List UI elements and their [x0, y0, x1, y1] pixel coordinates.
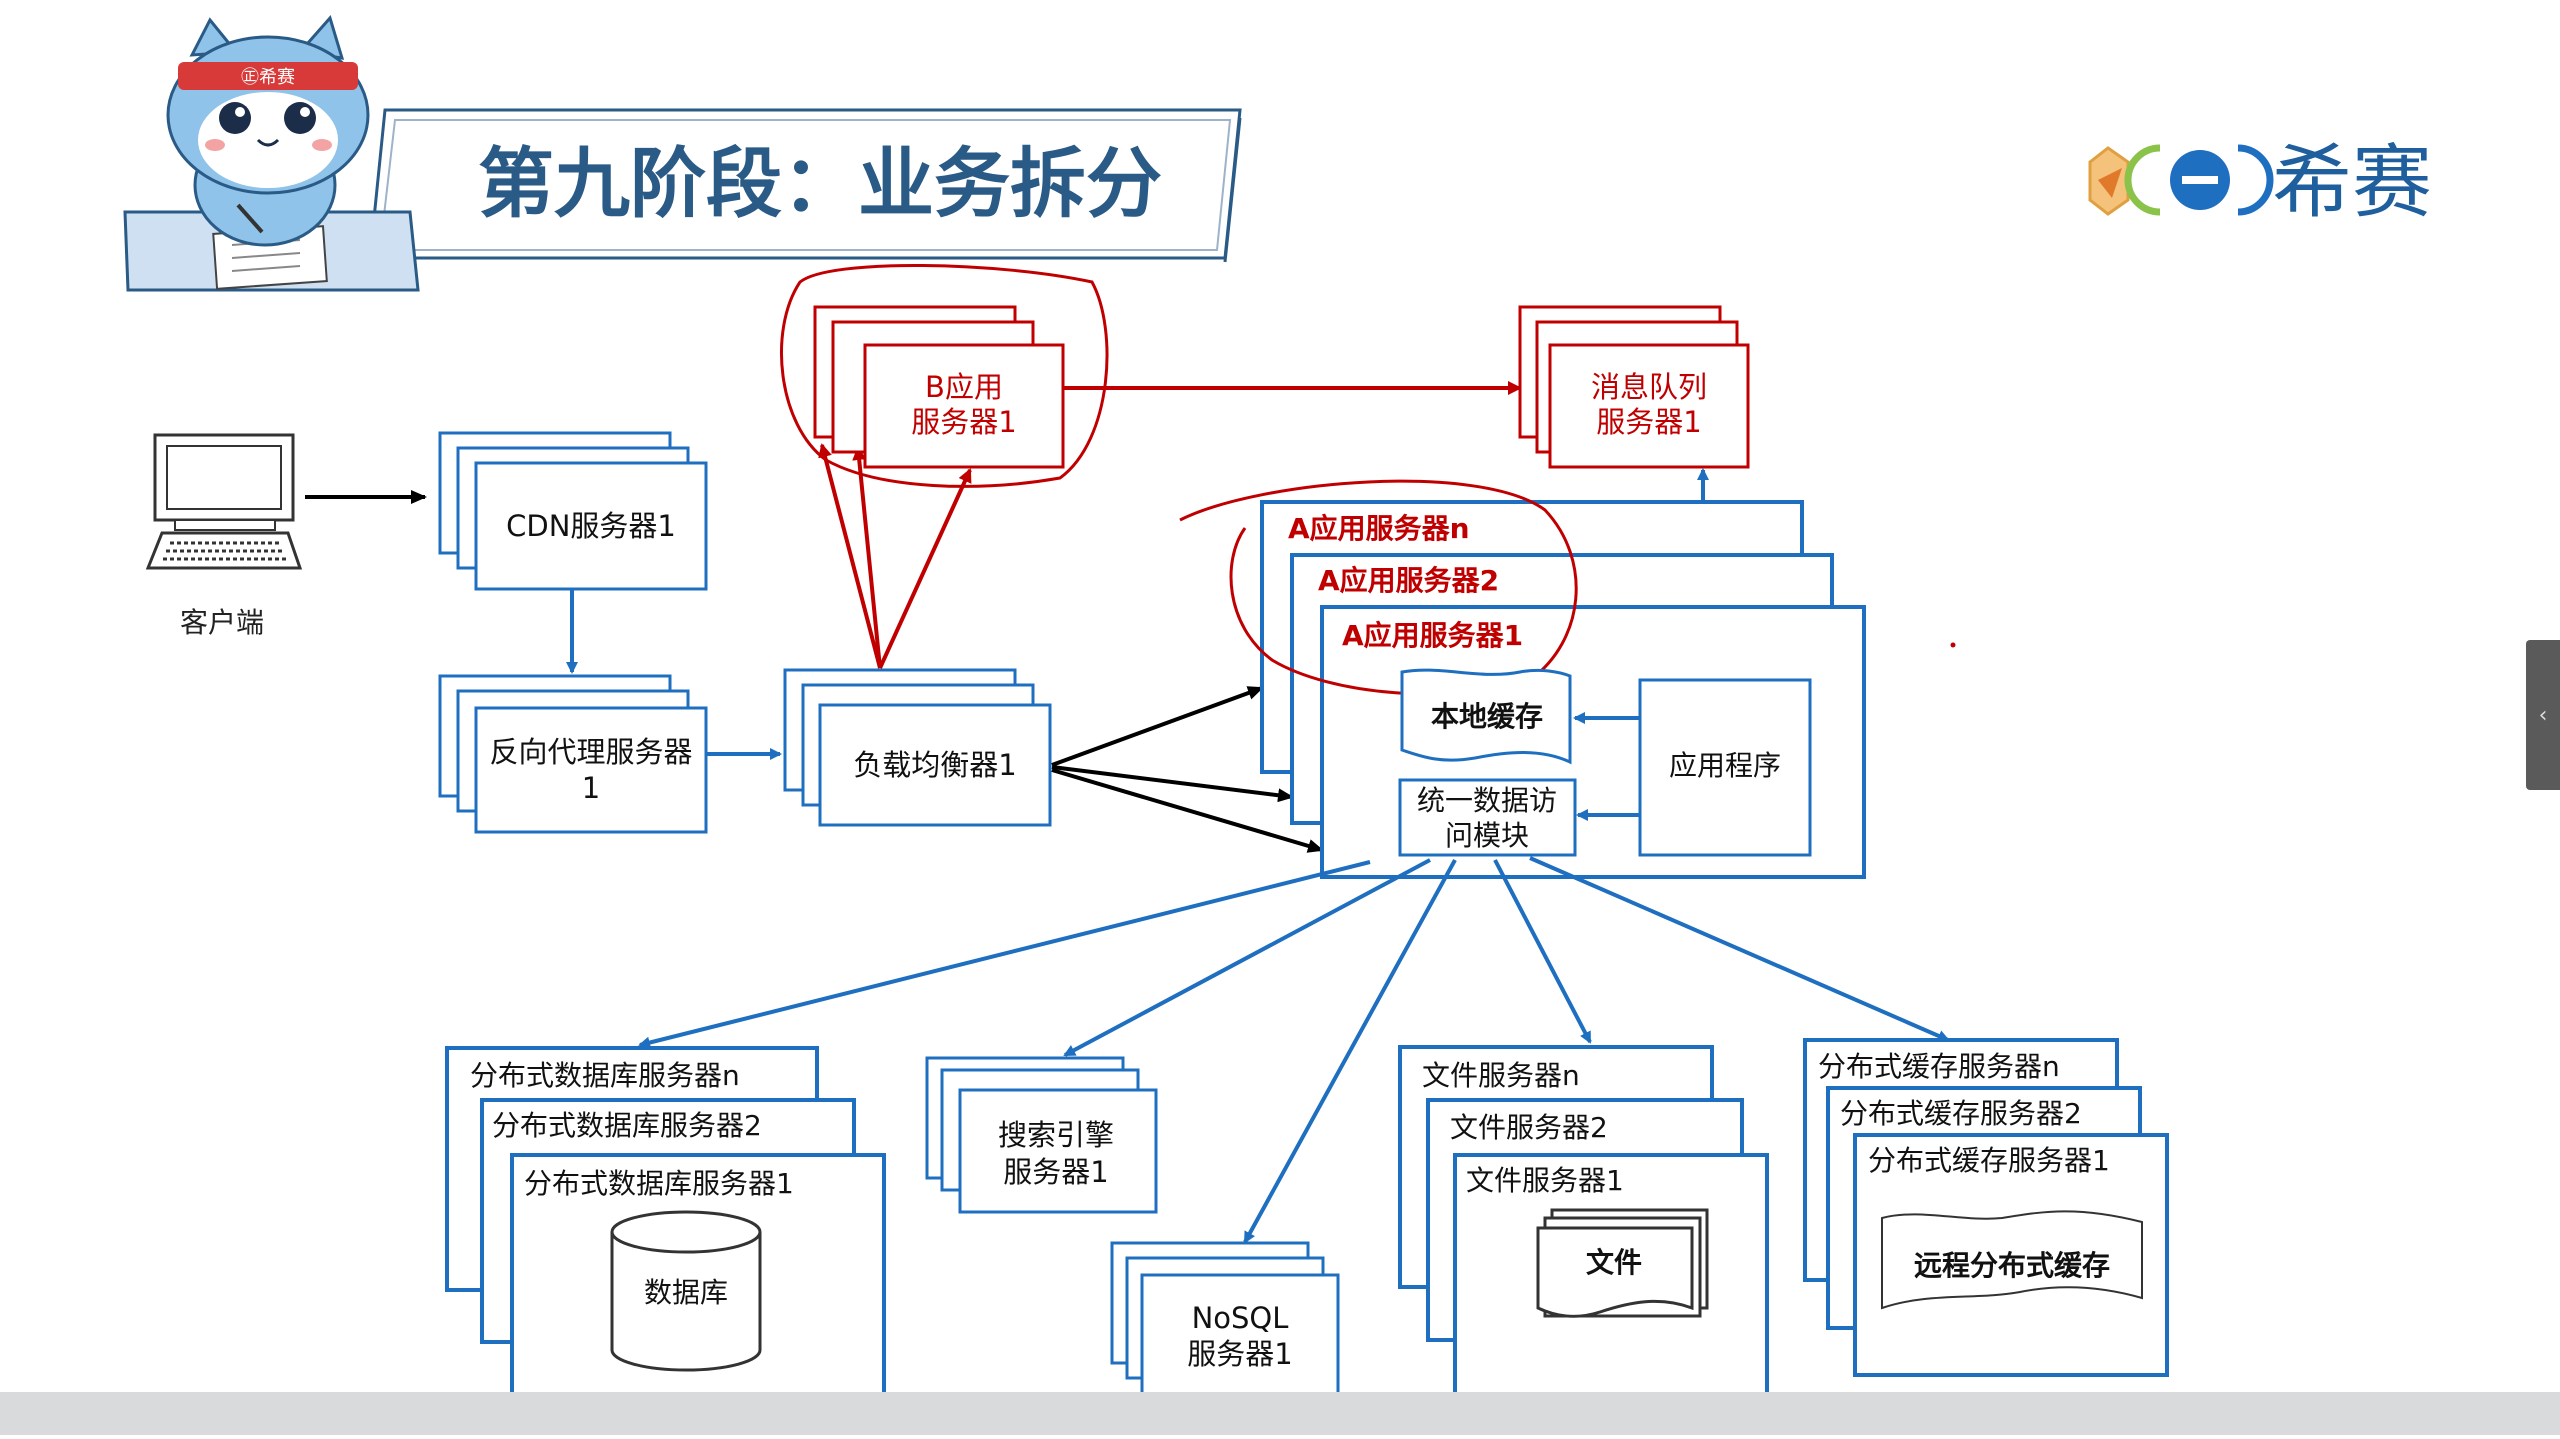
arrow-lb-to-a-app-2 — [1051, 765, 1294, 803]
distributed-cache-stack — [1803, 1038, 2169, 1377]
stray-dot — [1950, 642, 1956, 648]
message-queue-label-line1: 消息队列 — [1591, 370, 1707, 404]
arrow-lb-to-b-app-c — [878, 468, 972, 669]
b-app-server-stack — [813, 305, 1065, 469]
local-cache-shape — [1400, 668, 1572, 765]
file-2-label: 文件服务器2 — [1450, 1111, 1608, 1144]
load-balancer-label: 负载均衡器1 — [853, 748, 1016, 782]
a-app-1-label: A应用服务器1 — [1342, 619, 1523, 652]
load-balancer-stack — [783, 668, 1052, 827]
b-app-highlight-circle — [780, 264, 1109, 488]
chevron-left-icon: ‹ — [2538, 702, 2548, 728]
arrow-uda-to-db — [638, 860, 1371, 1049]
message-queue-label-line2: 服务器1 — [1596, 405, 1701, 439]
brand-logo: 希赛 — [2088, 136, 2432, 229]
bottom-toolbar — [0, 1392, 2560, 1435]
db-2-label: 分布式数据库服务器2 — [492, 1109, 762, 1142]
file-documents-icon — [1536, 1208, 1709, 1318]
app-program-box — [1638, 678, 1812, 857]
remote-cache-shape — [1881, 1210, 2143, 1310]
reverse-proxy-label-line1: 反向代理服务器 — [489, 735, 692, 769]
a-app-2-label: A应用服务器2 — [1318, 564, 1499, 597]
arrow-uda-to-file — [1493, 859, 1592, 1044]
arrow-lb-to-a-app-1 — [1051, 768, 1324, 853]
reverse-proxy-label-line2: 1 — [582, 771, 600, 805]
cdn-server-stack — [438, 431, 708, 591]
nosql-label-line1: NoSQL — [1192, 1301, 1289, 1335]
title-banner: 第九阶段：业务拆分 — [368, 108, 1242, 263]
a-app-n-label: A应用服务器n — [1288, 512, 1470, 545]
arrow-uda-to-nosql — [1243, 859, 1457, 1244]
mascot-headband-text: ㊣希赛 — [241, 67, 295, 88]
reverse-proxy-stack — [438, 674, 708, 834]
cdn-server-label: CDN服务器1 — [506, 509, 676, 543]
client-computer-icon — [145, 433, 303, 570]
b-app-label-line2: 服务器1 — [911, 405, 1016, 439]
search-engine-stack — [925, 1056, 1158, 1214]
file-1-label: 文件服务器1 — [1466, 1164, 1624, 1197]
nosql-label-line2: 服务器1 — [1187, 1337, 1292, 1371]
remote-cache-label: 远程分布式缓存 — [1914, 1249, 2110, 1282]
arrow-lb-to-a-app-n — [1051, 686, 1264, 767]
db-n-label: 分布式数据库服务器n — [470, 1059, 740, 1092]
search-engine-label-line1: 搜索引擎 — [998, 1118, 1114, 1152]
unified-data-access-line2: 问模块 — [1445, 819, 1529, 852]
file-doc-label: 文件 — [1586, 1246, 1642, 1279]
arrow-uda-to-search — [1063, 858, 1431, 1057]
side-panel-toggle[interactable]: ‹ — [2526, 640, 2560, 790]
mascot-cat-icon: ㊣希赛 — [123, 14, 420, 292]
arrow-lb-to-b-app-a — [818, 443, 882, 669]
message-queue-stack — [1518, 305, 1750, 469]
arrow-uda-to-cache — [1529, 856, 1950, 1042]
app-program-label: 应用程序 — [1669, 749, 1781, 782]
brand-logo-text: 希赛 — [2272, 136, 2432, 229]
nosql-server-stack — [1110, 1241, 1340, 1397]
cache-2-label: 分布式缓存服务器2 — [1840, 1097, 2082, 1130]
database-cylinder-icon — [610, 1210, 762, 1372]
local-cache-label: 本地缓存 — [1431, 700, 1543, 733]
client-label: 客户端 — [180, 606, 264, 639]
cache-1-label: 分布式缓存服务器1 — [1868, 1144, 2110, 1177]
cache-n-label: 分布式缓存服务器n — [1818, 1050, 2060, 1083]
unified-data-access-box — [1398, 778, 1577, 857]
page-title: 第九阶段：业务拆分 — [478, 139, 1162, 228]
db-1-label: 分布式数据库服务器1 — [524, 1167, 794, 1200]
db-cylinder-label: 数据库 — [644, 1276, 728, 1309]
b-app-label-line1: B应用 — [925, 370, 1003, 404]
unified-data-access-line1: 统一数据访 — [1417, 784, 1557, 817]
arrow-lb-to-b-app-b — [852, 446, 882, 669]
file-n-label: 文件服务器n — [1422, 1059, 1580, 1092]
a-app-highlight-circle — [1179, 479, 1578, 696]
file-server-stack — [1398, 1045, 1769, 1397]
search-engine-label-line2: 服务器1 — [1003, 1155, 1108, 1189]
